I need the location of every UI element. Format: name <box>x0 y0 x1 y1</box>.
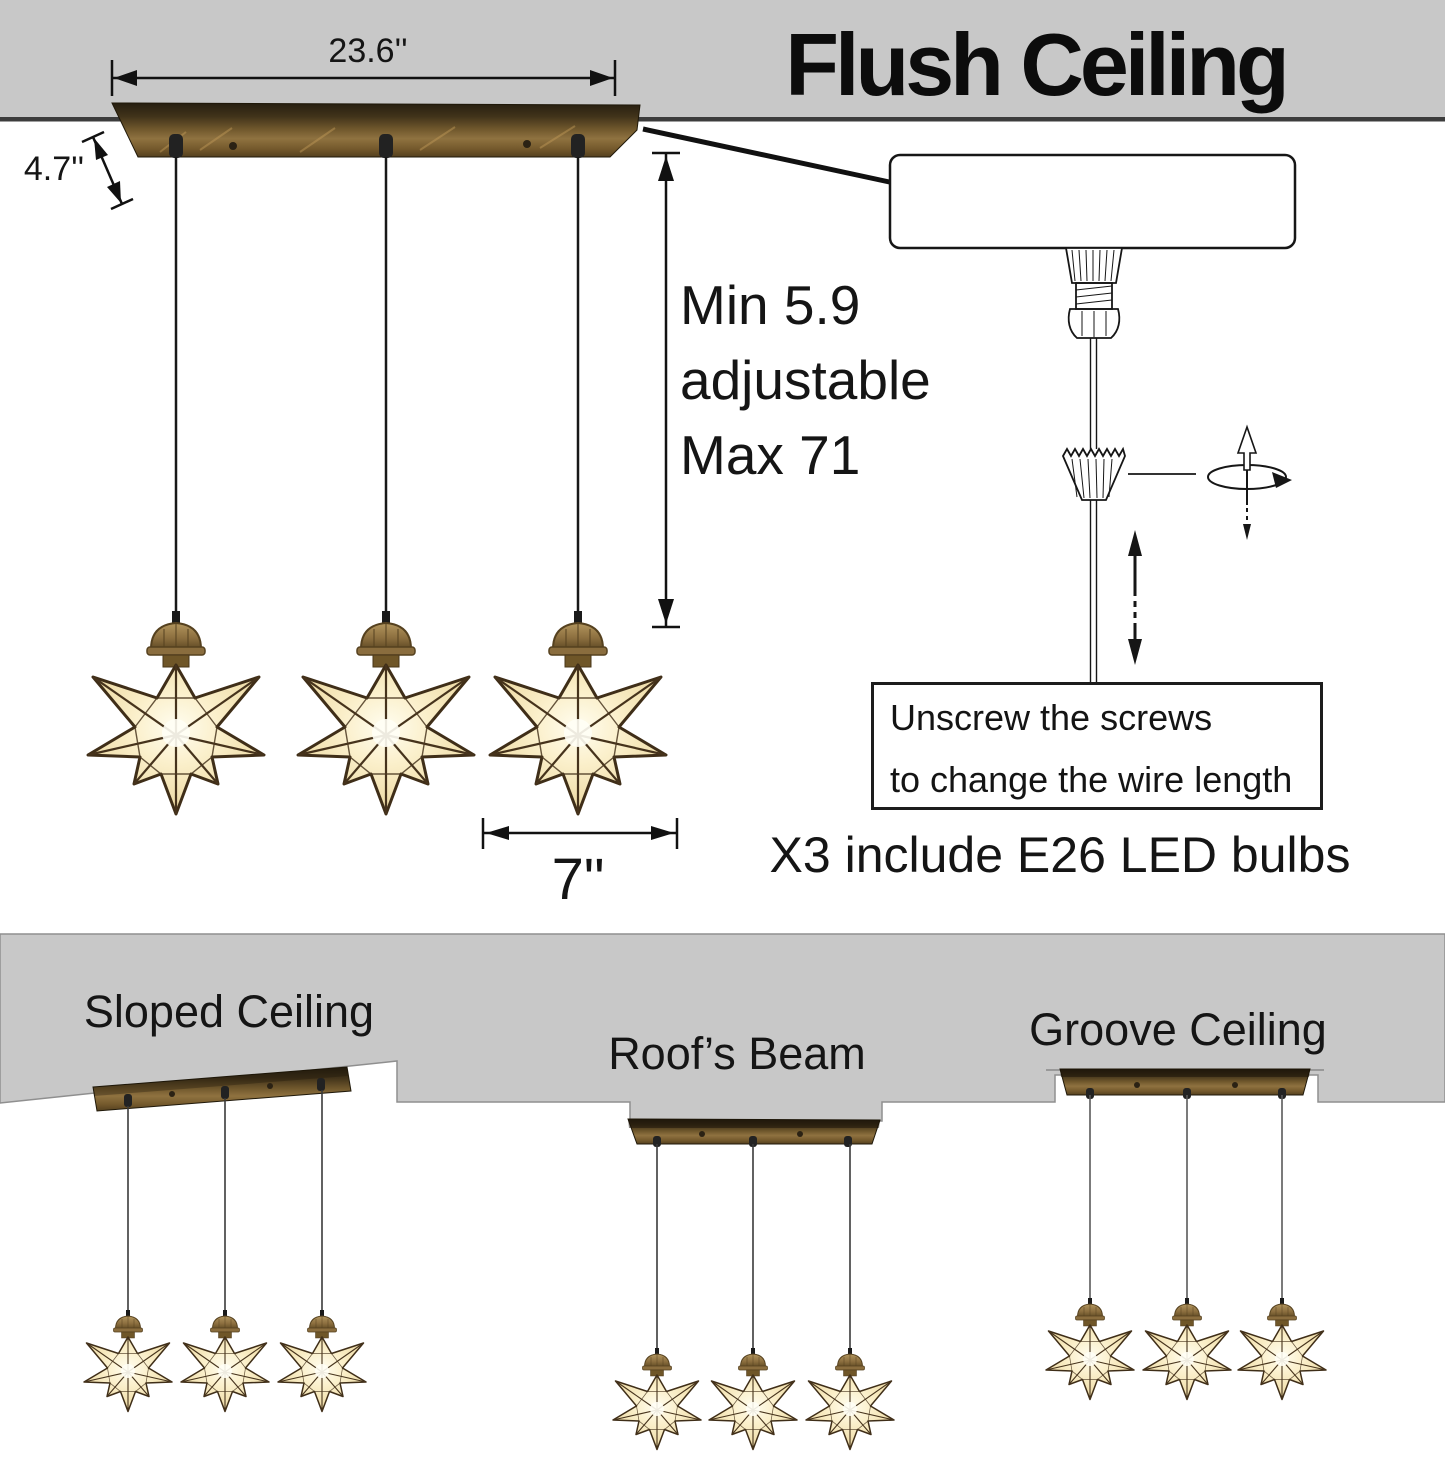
cord-grip <box>379 134 393 158</box>
adjuster-knob <box>1061 446 1126 501</box>
star-pendant <box>83 1309 173 1413</box>
star-pendant <box>805 1347 895 1451</box>
note-line-1: Unscrew the screws <box>890 697 1213 738</box>
star-pendant <box>296 609 476 816</box>
star-pendant <box>708 1347 798 1451</box>
up-down-arrow-icon <box>1128 530 1142 665</box>
star-pendant <box>180 1309 270 1413</box>
star-pendant <box>612 1347 702 1451</box>
cord-grip <box>169 134 183 158</box>
shade-width-dimension-arrow <box>481 818 679 849</box>
rotate-screw-icon <box>1207 424 1292 540</box>
star-pendant <box>488 609 668 816</box>
cord-adjuster-detail <box>888 153 1297 682</box>
sloped-canopy <box>92 1066 352 1112</box>
shade-width-label: 7" <box>551 847 605 912</box>
unscrew-note-box: Unscrew the screws to change the wire le… <box>871 682 1323 810</box>
canopy-height-label: 4.7'' <box>23 150 85 188</box>
top-ceiling-band <box>0 0 1445 117</box>
ceiling-type-sloped: Sloped Ceiling <box>83 986 375 1037</box>
beam-canopy <box>627 1118 881 1147</box>
pendant-cords <box>127 1090 323 1317</box>
hang-length-label: Min 5.9 adjustable Max 71 <box>680 268 931 493</box>
pendant-cords <box>174 157 580 617</box>
ceiling-type-groove: Groove Ceiling <box>1029 1004 1327 1055</box>
page-title: Flush Ceiling <box>785 15 1289 114</box>
height-dimension-arrow <box>81 130 134 211</box>
star-pendant <box>1237 1297 1327 1401</box>
star-pendant <box>277 1309 367 1413</box>
screw-dot <box>229 142 237 150</box>
star-pendant <box>86 609 266 816</box>
bulbs-note: X3 include E26 LED bulbs <box>769 827 1351 883</box>
star-pendant <box>1045 1297 1135 1401</box>
note-line-2: to change the wire length <box>890 759 1293 800</box>
hang-length-dimension-arrow <box>652 151 680 629</box>
hang-max-line: Max 71 <box>680 424 861 486</box>
hang-min-line: Min 5.9 <box>680 274 861 336</box>
canopy-width-label: 23.6'' <box>328 32 408 70</box>
main-canopy <box>111 102 641 158</box>
star-pendant <box>1142 1297 1232 1401</box>
pendant-cords <box>1089 1095 1283 1305</box>
width-dimension-arrow <box>110 60 617 96</box>
screw-dot <box>523 140 531 148</box>
groove-canopy <box>1046 1068 1324 1099</box>
cord-grip <box>571 134 585 158</box>
pendant-cords <box>656 1144 851 1355</box>
canopy-side-view <box>888 153 1297 250</box>
hang-adjustable-line: adjustable <box>680 349 931 411</box>
ceiling-edge-line <box>0 117 1445 122</box>
ceiling-type-beam: Roof’s Beam <box>608 1028 866 1079</box>
